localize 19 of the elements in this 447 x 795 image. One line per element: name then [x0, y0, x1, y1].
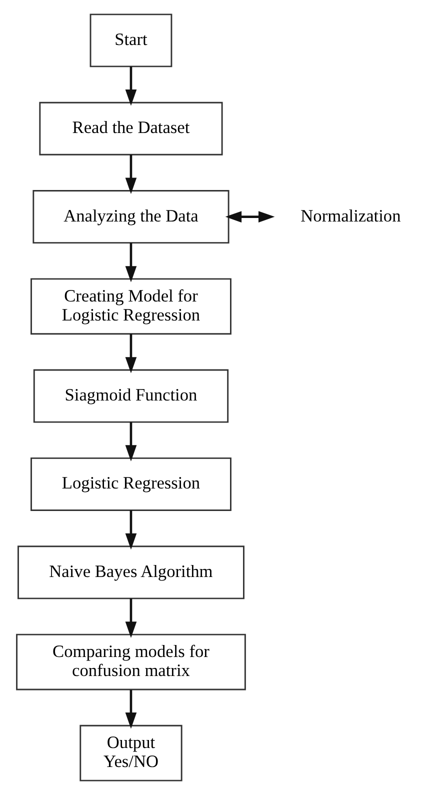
arrow	[125, 154, 137, 194]
node-box: Comparing models for confusion matrix	[16, 634, 246, 690]
node-box: Start	[90, 14, 172, 68]
arrow	[125, 690, 137, 729]
arrow	[125, 334, 137, 374]
node-box: Logistic Regression	[30, 458, 232, 511]
node-box: Naive Bayes Algorithm	[18, 546, 244, 600]
node-box: Read the Dataset	[39, 102, 223, 156]
node-box: Siagmoid Function	[33, 369, 229, 423]
node-box: Output Yes/NO	[80, 724, 182, 782]
arrow	[125, 422, 137, 462]
node-text: Normalization	[300, 206, 401, 226]
arrow	[125, 242, 137, 282]
arrow	[225, 211, 275, 222]
arrow	[125, 510, 137, 550]
node-box: Analyzing the Data	[32, 190, 230, 244]
arrow	[125, 66, 137, 106]
node-box: Creating Model for Logistic Regression	[30, 278, 232, 335]
arrow	[125, 598, 137, 638]
